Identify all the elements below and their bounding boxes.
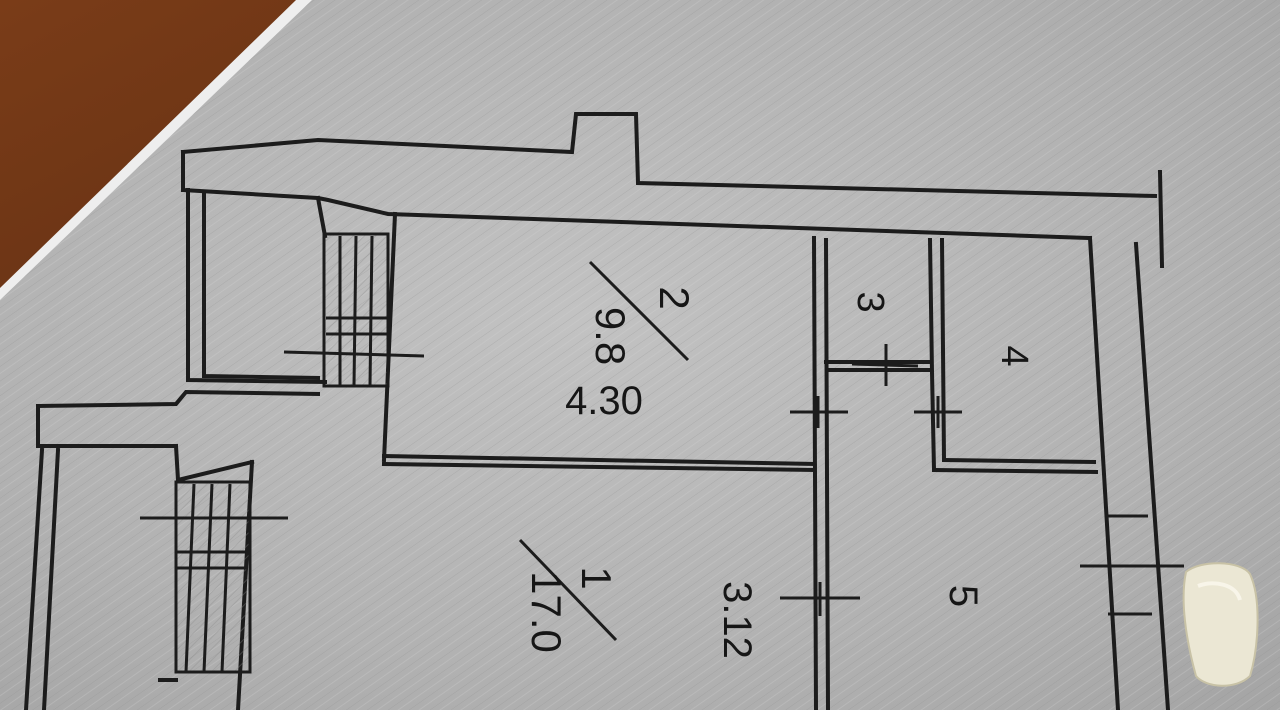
room-2-number: 2 xyxy=(651,286,698,309)
room-2-width-dimension: 4.30 xyxy=(565,379,643,423)
room-1-area: 17.0 xyxy=(523,571,570,653)
room-5-number: 5 xyxy=(941,585,985,607)
window-lower xyxy=(140,480,288,674)
window-right xyxy=(1080,514,1184,616)
room-1-number: 1 xyxy=(573,566,620,589)
room-label-slashes xyxy=(518,260,690,642)
room-4-number: 4 xyxy=(993,345,1035,366)
room-2-area: 9.8 xyxy=(587,307,634,365)
room-3-number: 3 xyxy=(849,291,891,312)
door-marks xyxy=(780,344,962,616)
window-upper xyxy=(283,232,425,388)
tape-highlight xyxy=(1197,581,1242,601)
tape-piece xyxy=(1182,562,1259,687)
room-1-width-dimension: 3.12 xyxy=(715,581,759,659)
